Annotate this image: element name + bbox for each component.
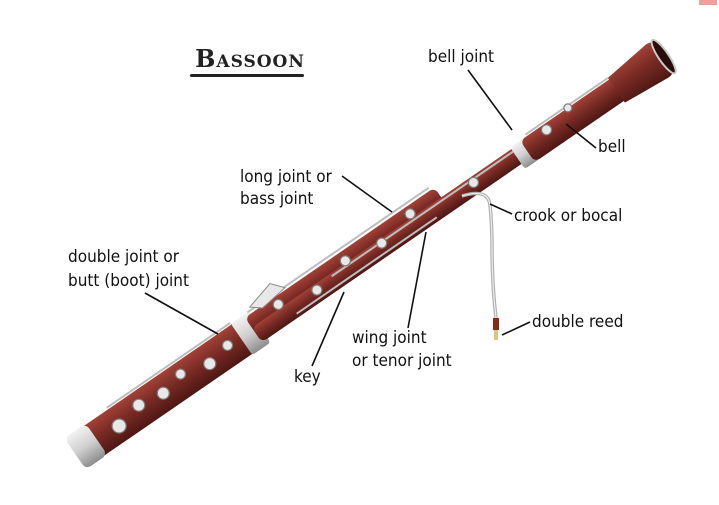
thumb-rest xyxy=(248,282,286,309)
leader-bell-joint xyxy=(467,69,513,131)
long-joint-body xyxy=(254,143,532,341)
bell-flare xyxy=(607,42,674,103)
leader-bell xyxy=(565,123,597,149)
leader-wing-joint xyxy=(407,231,427,329)
reed-tip xyxy=(494,330,498,340)
leader-double-reed xyxy=(501,321,531,336)
end-cap xyxy=(66,425,105,468)
leader-long-joint xyxy=(341,175,393,213)
bell-joint-body xyxy=(522,75,632,160)
bell-rim xyxy=(650,38,677,75)
label-bell-joint: bell joint xyxy=(428,47,495,67)
label-long-joint-1: long joint or xyxy=(240,167,332,187)
boot-ring xyxy=(231,312,270,354)
label-crook: crook or bocal xyxy=(514,206,623,226)
leader-crook xyxy=(489,203,513,215)
label-double-joint-1: double joint or xyxy=(68,247,180,267)
double-reed xyxy=(493,318,499,330)
label-wing-joint-2: or tenor joint xyxy=(352,351,452,371)
leader-double-joint xyxy=(144,292,219,335)
corner-mark xyxy=(699,0,717,5)
leader-key xyxy=(311,291,345,367)
label-key: key xyxy=(294,367,321,387)
title-text: Bassoon xyxy=(195,44,305,73)
crook-highlight xyxy=(461,192,497,319)
long-joint-ring xyxy=(511,138,539,168)
label-wing-joint-1: wing joint xyxy=(352,328,427,348)
label-double-reed: double reed xyxy=(532,312,624,332)
title-underline xyxy=(190,74,304,77)
label-bell: bell xyxy=(598,137,626,157)
diagram-title: Bassoon xyxy=(190,44,310,73)
label-double-joint-2: butt (boot) joint xyxy=(68,271,190,291)
label-long-joint-2: bass joint xyxy=(240,189,314,209)
